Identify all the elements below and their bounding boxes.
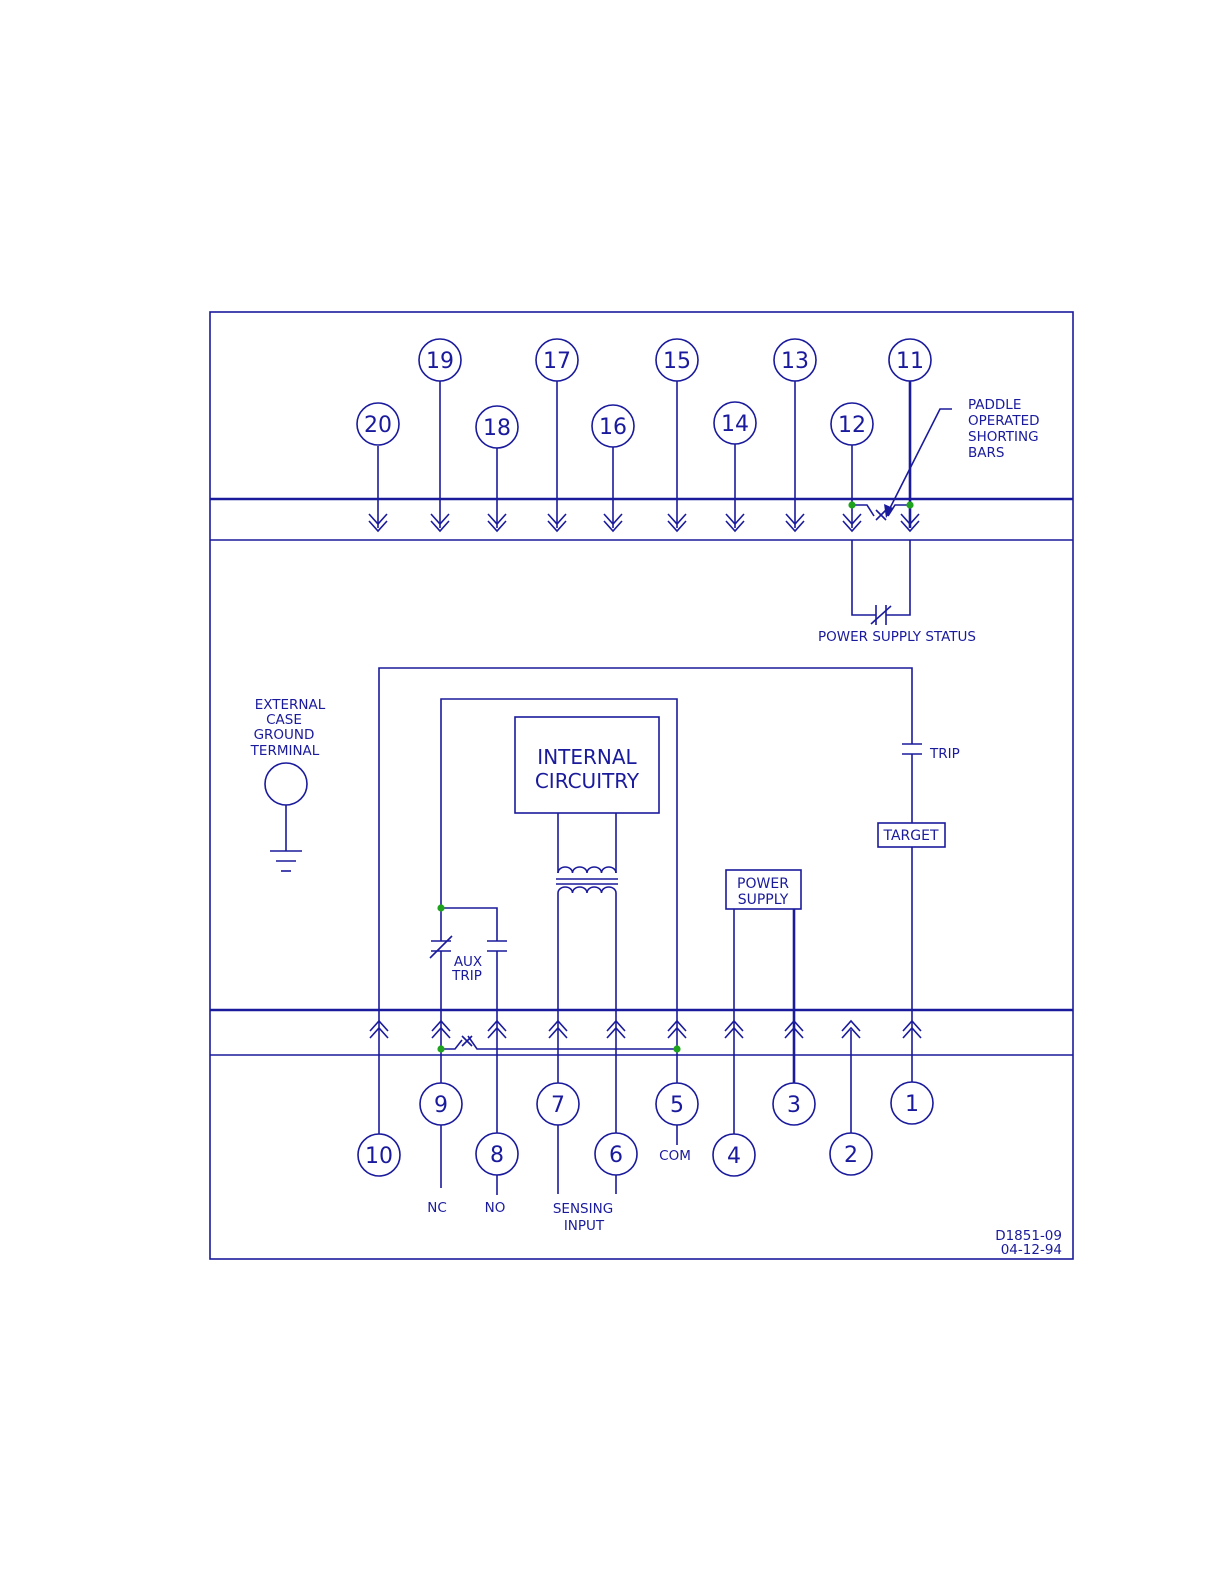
ground-label-line: GROUND [254, 727, 315, 743]
terminal-number: 7 [551, 1093, 565, 1118]
terminal-14: 14 [714, 402, 756, 444]
terminal-number: 4 [727, 1144, 741, 1169]
nc-label: NC [427, 1200, 447, 1216]
terminal-7: 7 [537, 1083, 579, 1125]
terminal-13: 13 [774, 339, 816, 381]
paddle-label: PADDLE OPERATED SHORTING BARS [968, 397, 1040, 461]
no-label: NO [485, 1200, 506, 1216]
paddle-label-line: OPERATED [968, 413, 1040, 429]
aux-trip-label-line: TRIP [451, 968, 482, 984]
target-label: TARGET [882, 828, 938, 844]
com-label: COM [659, 1148, 691, 1164]
terminal-number: 9 [434, 1093, 448, 1118]
terminal-6: 6 [595, 1133, 637, 1175]
internal-circuitry-label-line: INTERNAL [537, 745, 637, 769]
terminal-15: 15 [656, 339, 698, 381]
bottom-terminals: 10 9 8 7 6 5 4 3 [358, 1082, 933, 1176]
terminal-1: 1 [891, 1082, 933, 1124]
terminal-number: 5 [670, 1093, 684, 1118]
terminal-3: 3 [773, 1083, 815, 1125]
top-terminal-leads [378, 381, 910, 528]
terminal-number: 13 [781, 349, 809, 374]
sensing-input-label-line: SENSING [553, 1201, 613, 1217]
power-supply-label-line: POWER [737, 876, 789, 892]
junction-dot [848, 501, 855, 508]
external-ground-terminal: EXTERNAL CASE GROUND TERMINAL [250, 697, 326, 871]
drawing-id: D1851-09 04-12-94 [995, 1228, 1062, 1258]
junction-dot [673, 1045, 680, 1052]
bottom-terminal-leads [379, 1030, 912, 1134]
top-terminals: 20 19 18 17 16 15 14 13 [357, 339, 931, 448]
terminal-number: 1 [905, 1092, 919, 1117]
internal-circuitry: INTERNAL CIRCUITRY [515, 717, 659, 1030]
power-supply-status-contact: POWER SUPPLY STATUS [818, 540, 976, 645]
drawing-date: 04-12-94 [1001, 1242, 1062, 1258]
terminal-number: 11 [896, 349, 924, 374]
terminal-17: 17 [536, 339, 578, 381]
terminal-20: 20 [357, 403, 399, 445]
terminal-number: 6 [609, 1143, 623, 1168]
paddle-label-line: BARS [968, 445, 1004, 461]
terminal-number: 14 [721, 412, 749, 437]
terminal-4: 4 [713, 1134, 755, 1176]
terminal-number: 17 [543, 349, 571, 374]
terminal-18: 18 [476, 406, 518, 448]
terminal-number: 12 [838, 413, 866, 438]
terminal-10: 10 [358, 1134, 400, 1176]
terminal-8: 8 [476, 1133, 518, 1175]
terminal-number: 16 [599, 415, 627, 440]
terminal-11: 11 [889, 339, 931, 381]
bottom-labels: NC NO COM SENSING INPUT [427, 1125, 691, 1234]
terminal-16: 16 [592, 405, 634, 447]
terminal-12: 12 [831, 403, 873, 445]
power-supply: POWER SUPPLY [726, 870, 801, 1083]
internal-circuitry-label-line: CIRCUITRY [535, 769, 640, 793]
terminal-number: 18 [483, 416, 511, 441]
power-supply-status-label: POWER SUPPLY STATUS [818, 629, 976, 645]
terminal-number: 20 [364, 413, 392, 438]
terminal-number: 10 [365, 1144, 393, 1169]
terminal-5: 5 [656, 1083, 698, 1125]
terminal-19: 19 [419, 339, 461, 381]
terminal-number: 2 [844, 1143, 858, 1168]
ground-label-line: EXTERNAL [255, 697, 326, 713]
ground-label-line: TERMINAL [250, 743, 320, 759]
terminal-number: 15 [663, 349, 691, 374]
top-terminal-arrows [369, 514, 919, 531]
bottom-terminal-arrows [370, 1021, 921, 1038]
shorting-bar-bottom [437, 1036, 680, 1053]
terminal-9: 9 [420, 1083, 462, 1125]
junction-dot [906, 501, 913, 508]
paddle-label-line: PADDLE [968, 397, 1021, 413]
sensing-input-label-line: INPUT [564, 1218, 605, 1234]
paddle-label-line: SHORTING [968, 429, 1039, 445]
ground-label-line: CASE [266, 712, 302, 728]
power-supply-label-line: SUPPLY [738, 892, 789, 908]
terminal-number: 3 [787, 1093, 801, 1118]
junction-dot [437, 904, 444, 911]
trip-label: TRIP [929, 746, 960, 762]
terminal-number: 19 [426, 349, 454, 374]
terminal-number: 8 [490, 1143, 504, 1168]
diagram-frame [210, 312, 1073, 1259]
terminal-2: 2 [830, 1133, 872, 1175]
junction-dot [437, 1045, 444, 1052]
